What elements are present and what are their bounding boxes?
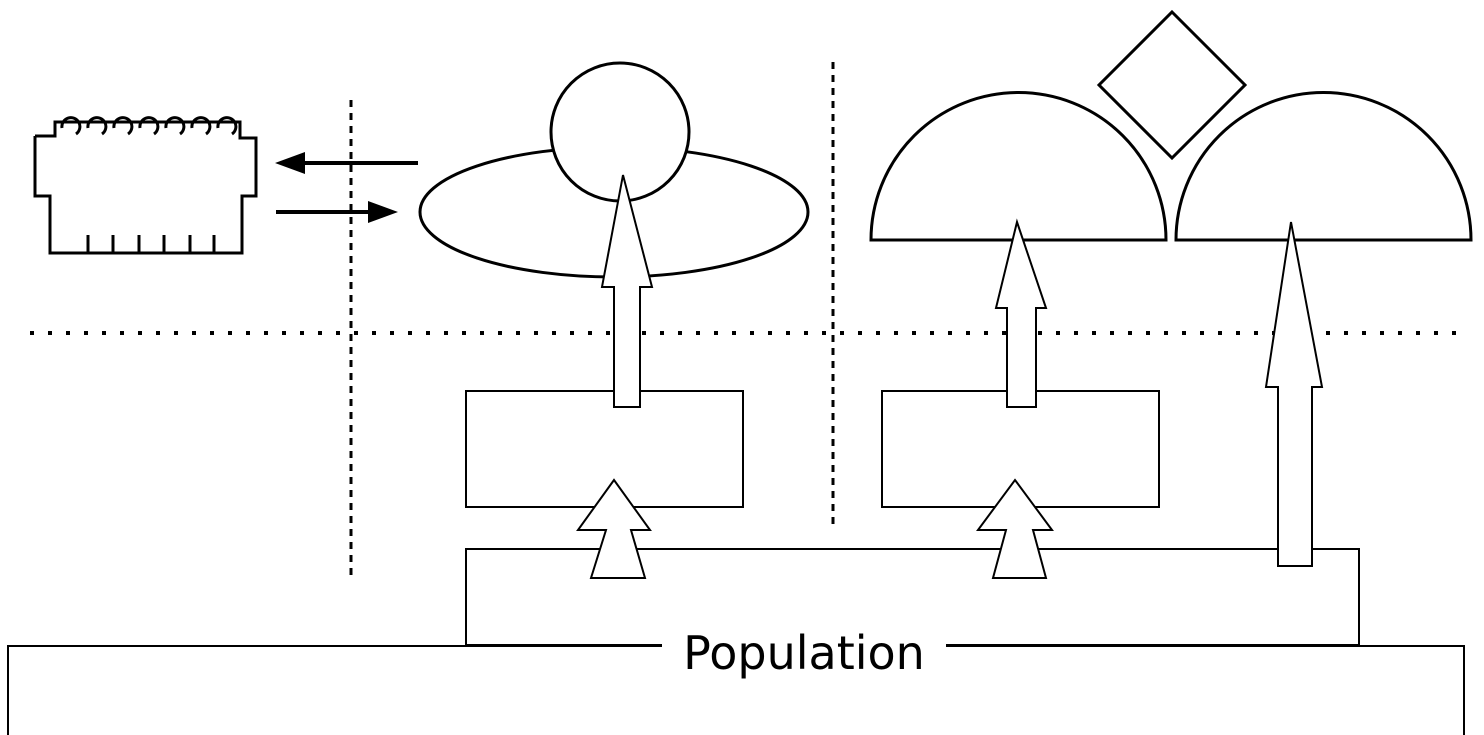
hollow-arrow-into-left-box [576, 478, 652, 579]
population-label: Population [683, 626, 925, 680]
hollow-arrow-into-right-box [976, 478, 1054, 579]
population-label-gap [662, 640, 946, 652]
circle-shape [549, 61, 691, 203]
exchange-arrows [275, 152, 418, 223]
population-box [7, 645, 1465, 735]
arrow-right-icon [368, 201, 398, 223]
diamond-shape [1096, 9, 1248, 161]
hollow-arrow-to-circle [600, 174, 654, 408]
half-dome-left [869, 91, 1168, 242]
middle-box-left [465, 390, 744, 508]
hollow-arrow-to-dome-left [994, 218, 1048, 408]
hollow-arrow-to-dome-right [1264, 221, 1324, 567]
arrow-left-icon [275, 152, 305, 174]
half-dome-right [1174, 91, 1473, 242]
building-icon [33, 116, 258, 255]
